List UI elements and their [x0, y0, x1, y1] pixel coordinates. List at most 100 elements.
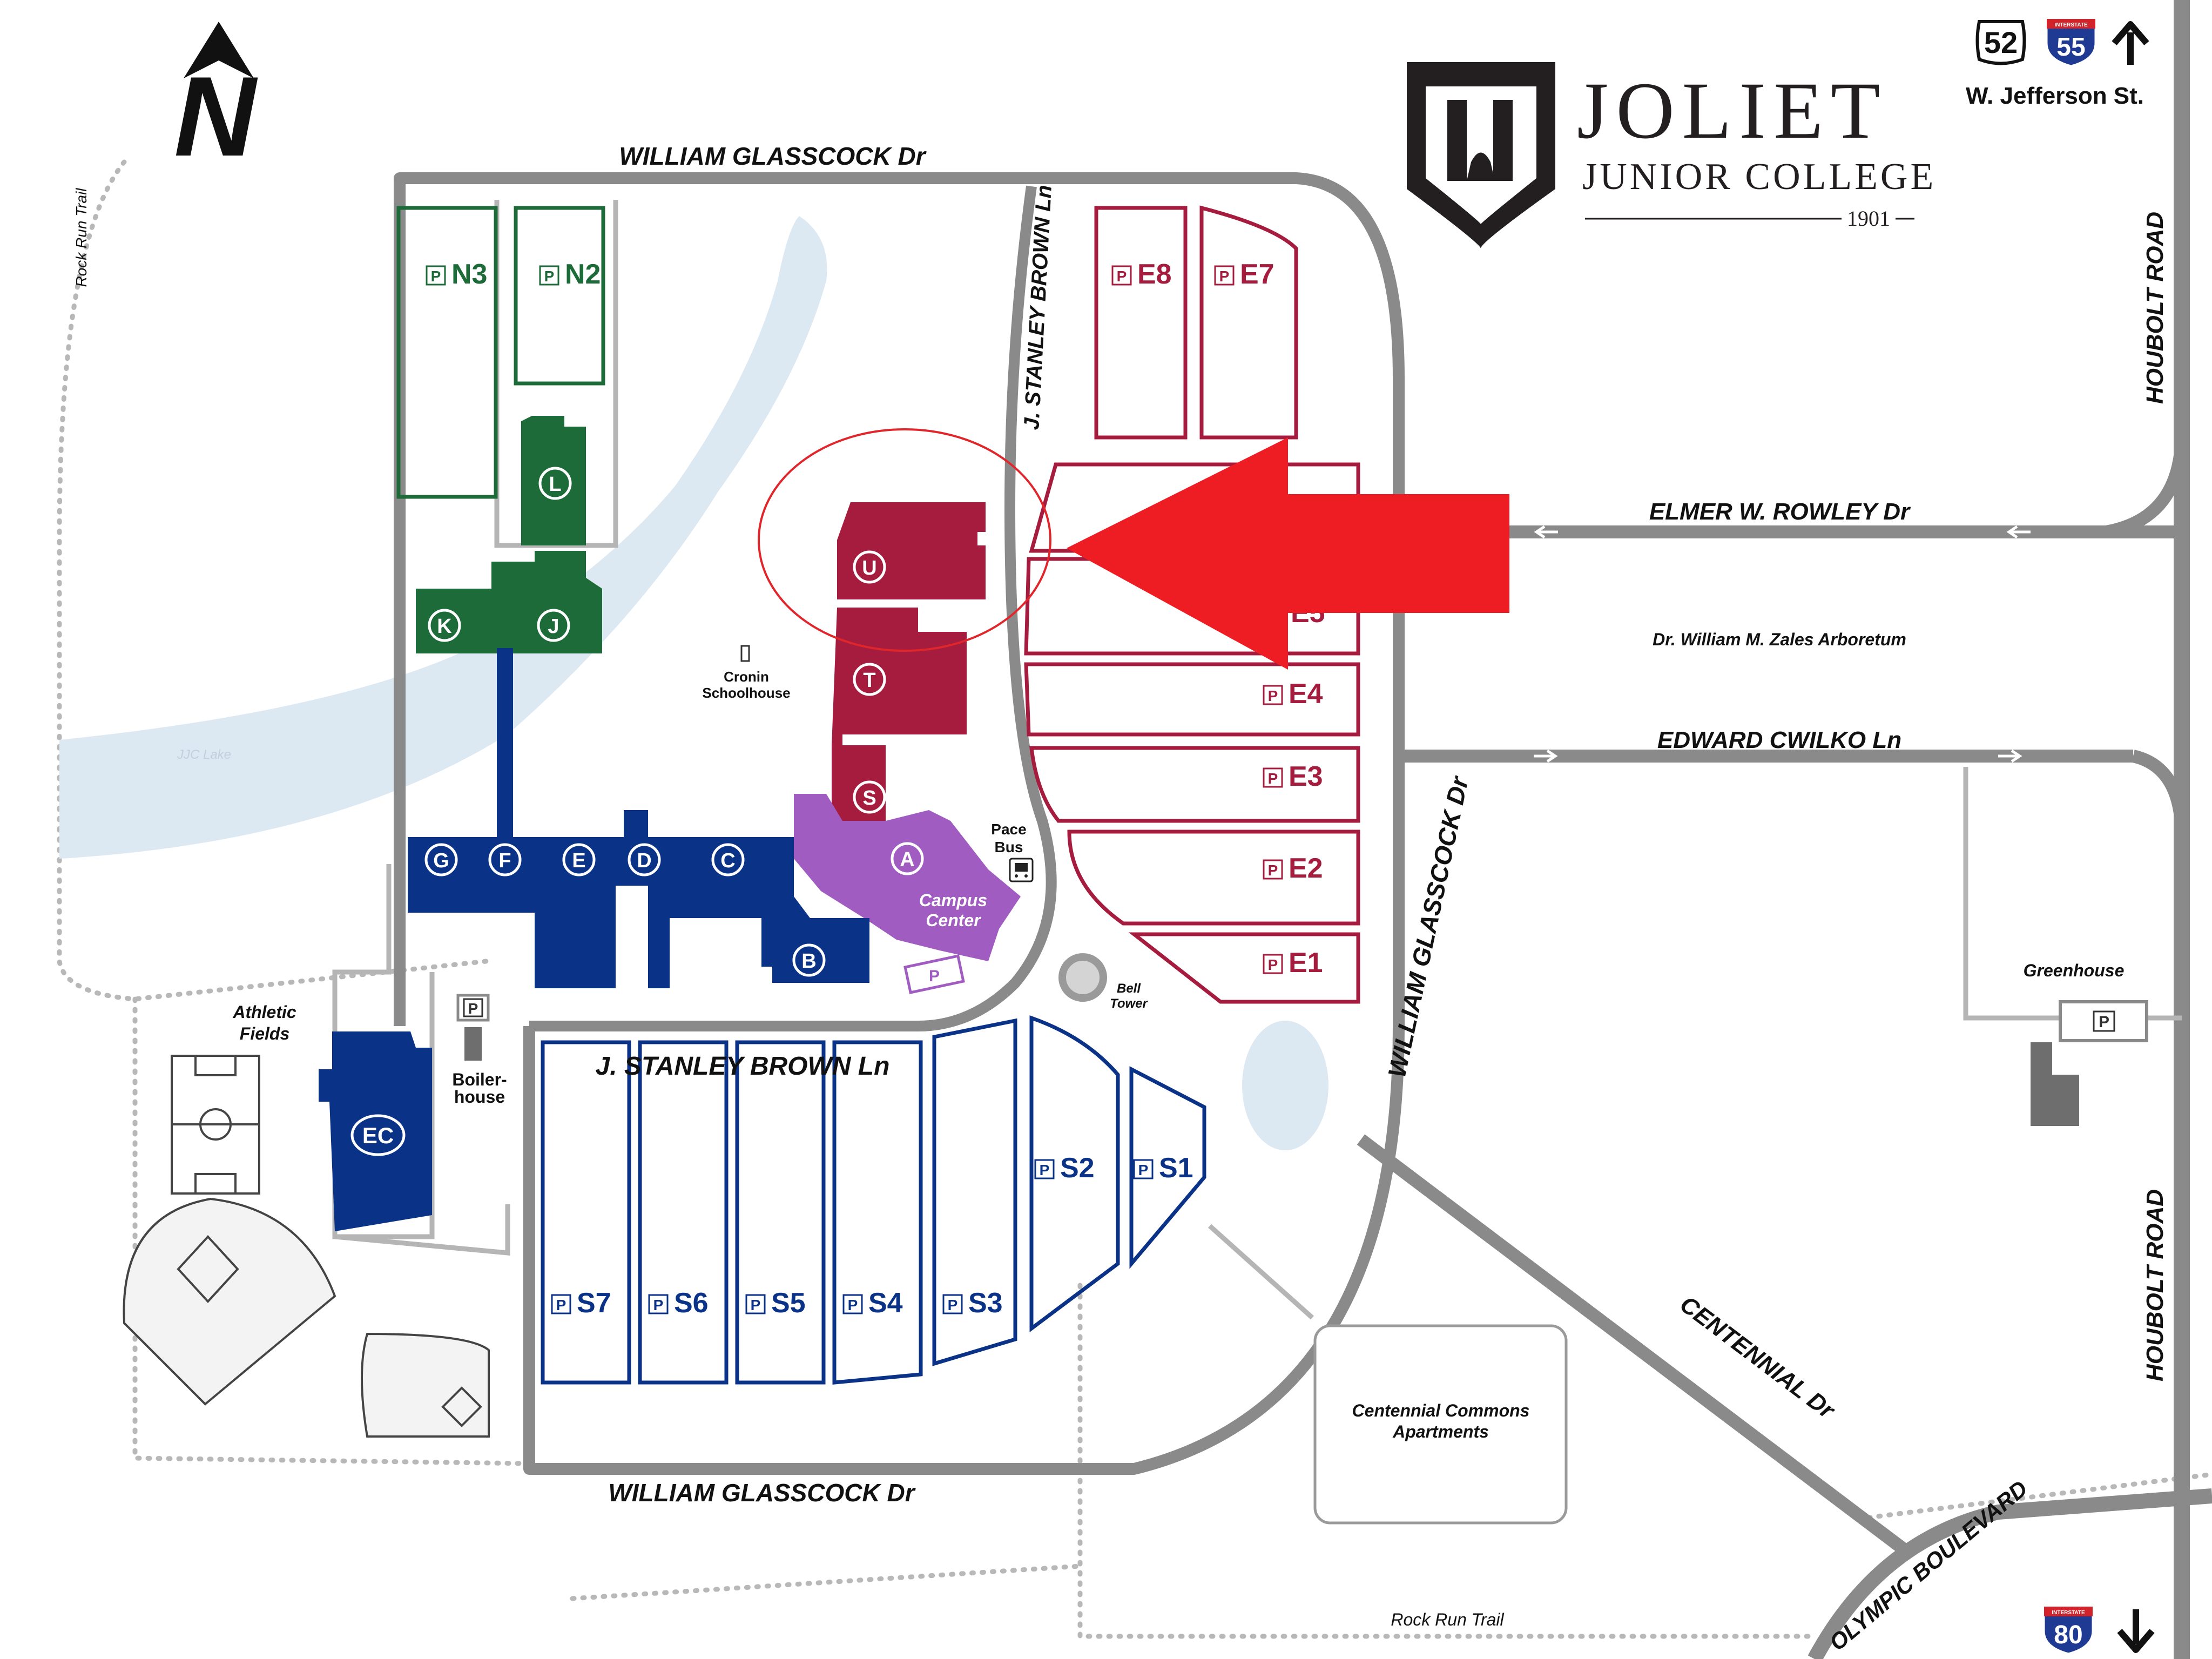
parking-symbol-greenhouse: P: [2099, 1013, 2109, 1031]
label-olympic: OLYMPIC BOULEVARD: [1824, 1475, 2032, 1655]
building-marker-u[interactable]: U: [853, 550, 886, 584]
lot-s3[interactable]: [932, 1018, 1017, 1366]
building-marker-d[interactable]: D: [628, 843, 661, 876]
parking-label-s7[interactable]: P S7: [551, 1287, 611, 1319]
lot-e3[interactable]: [1029, 746, 1360, 823]
building-u-shape[interactable]: [837, 502, 986, 599]
lot-e4[interactable]: [1024, 662, 1360, 737]
building-marker-ec[interactable]: EC: [350, 1114, 406, 1156]
lot-s7[interactable]: [541, 1040, 631, 1385]
label-stanley-brown-south: J. STANLEY BROWN Ln: [596, 1052, 890, 1081]
compass-icon: [184, 22, 254, 78]
label-apartments-1: Centennial Commons: [1352, 1401, 1530, 1420]
lot-s5[interactable]: [735, 1040, 826, 1385]
greenhouse-building[interactable]: [2031, 1042, 2079, 1126]
parking-icon: [1263, 767, 1283, 788]
lot-n3[interactable]: [396, 206, 498, 499]
college-name-line2: JUNIOR COLLEGE: [1582, 156, 1936, 198]
building-letter: A: [900, 848, 914, 871]
north-zone: [396, 206, 605, 653]
academic-row-shape[interactable]: [408, 810, 869, 988]
building-letter: S: [862, 787, 876, 810]
lot-s1[interactable]: [1129, 1066, 1206, 1269]
label-houbolt-top: HOUBOLT ROAD: [2142, 212, 2168, 404]
building-marker-e[interactable]: E: [562, 843, 596, 876]
boilerhouse-building[interactable]: [464, 1027, 482, 1061]
parking-icon: [1214, 265, 1235, 286]
parking-lot-name: S7: [577, 1287, 611, 1319]
baseball-field[interactable]: [123, 1197, 336, 1406]
building-marker-j[interactable]: J: [537, 609, 570, 642]
lot-e1[interactable]: [1128, 932, 1360, 1004]
lot-e7[interactable]: [1199, 205, 1298, 440]
highlight-arrow-icon: [1067, 437, 1509, 670]
building-kj-shape[interactable]: [416, 551, 602, 653]
south-lots: [541, 1015, 1206, 1385]
campus-center-shape[interactable]: [794, 794, 1021, 961]
building-ec-shape[interactable]: [319, 1031, 432, 1231]
parking-lot-name: E3: [1289, 761, 1323, 792]
lot-e2[interactable]: [1067, 830, 1360, 926]
parking-symbol: P: [556, 1297, 567, 1313]
college-logo-icon: [1407, 62, 1555, 248]
label-pace-2: Bus: [995, 839, 1023, 855]
north-street-label: W. Jefferson St.: [1966, 83, 2144, 109]
building-marker-s[interactable]: S: [853, 780, 886, 814]
building-marker-l[interactable]: L: [538, 467, 572, 500]
parking-symbol: P: [1268, 862, 1278, 879]
building-l-shape[interactable]: [521, 416, 586, 545]
parking-lot-name: S3: [968, 1287, 1003, 1319]
cronin-schoolhouse-marker[interactable]: [740, 645, 750, 662]
campus-center-parking[interactable]: [903, 954, 965, 994]
softball-field[interactable]: [361, 1332, 490, 1438]
building-marker-f[interactable]: F: [488, 843, 522, 876]
building-marker-g[interactable]: G: [424, 843, 458, 876]
bell-tower[interactable]: [1058, 953, 1107, 1002]
building-t-shape[interactable]: [832, 608, 967, 745]
arboretum-path: [1208, 1224, 1314, 1320]
building-s-shape[interactable]: [832, 745, 886, 842]
jjc-lake: [59, 216, 827, 859]
parking-lot-name: S1: [1159, 1152, 1193, 1184]
centennial-dr: [1357, 1134, 1916, 1561]
parking-lot-labels: E5PN3PN2PE8PE7PE4PE3PE2PE1PS7PS6PS5PS4PS…: [426, 259, 1325, 1319]
building-marker-a[interactable]: A: [891, 842, 924, 875]
lot-n2[interactable]: [514, 206, 605, 386]
building-letter: D: [637, 849, 651, 872]
centennial-commons-apartments[interactable]: [1313, 1324, 1568, 1525]
arrow-south-icon: [2117, 1609, 2155, 1653]
label-bell-1: Bell: [1117, 981, 1141, 996]
softball-diamond: [441, 1386, 482, 1427]
building-marker-t[interactable]: T: [853, 663, 886, 696]
interstate-north-word: INTERSTATE: [2054, 22, 2088, 28]
plain-parking-symbols: P P P: [463, 967, 2115, 1032]
lot-e8[interactable]: [1094, 206, 1188, 440]
greenhouse-parking-box[interactable]: [2059, 1000, 2148, 1042]
building-letter: T: [863, 669, 875, 692]
lot-s2[interactable]: [1029, 1015, 1120, 1332]
building-marker-c[interactable]: C: [711, 843, 745, 876]
lot-s4[interactable]: [832, 1040, 923, 1385]
building-marker-k[interactable]: K: [428, 609, 461, 642]
label-rock-run-left: Rock Run Trail: [73, 188, 90, 287]
interstate-south-word: INTERSTATE: [2052, 1610, 2085, 1616]
stanley-brown-ln: [529, 185, 1057, 1031]
lot-s6[interactable]: [638, 1040, 729, 1385]
place-labels: Dr. William M. Zales Arboretum Greenhous…: [177, 630, 2124, 1441]
parking-lot-name: S2: [1060, 1152, 1095, 1184]
building-marker-b[interactable]: B: [792, 943, 826, 977]
